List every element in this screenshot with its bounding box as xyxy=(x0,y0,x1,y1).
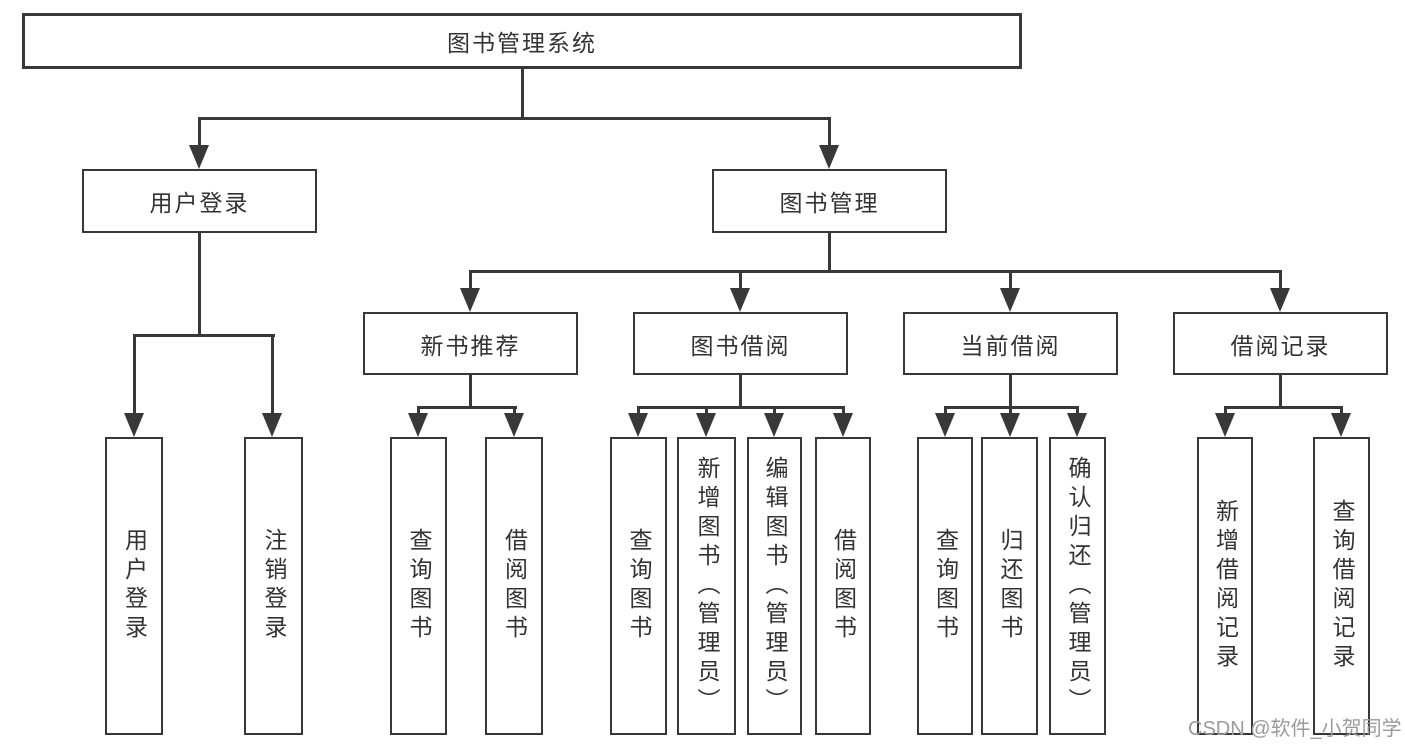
leaf-borrow-books: 借阅图书 xyxy=(485,437,543,735)
leaf-query-books-label: 查询图书 xyxy=(932,528,959,644)
connector-line xyxy=(197,117,201,149)
leaf-return-books-label: 归还图书 xyxy=(997,528,1023,644)
arrow-down-icon xyxy=(460,288,480,312)
connector-line xyxy=(468,270,1282,273)
leaf-return-books: 归还图书 xyxy=(981,437,1038,735)
arrow-down-icon xyxy=(408,413,428,437)
leaf-query-books: 查询图书 xyxy=(610,437,667,735)
node-user-login: 用户登录 xyxy=(82,169,317,233)
leaf-query-borrow-record-label: 查询借阅记录 xyxy=(1329,499,1355,673)
leaf-user-login-label: 用户登录 xyxy=(121,528,148,644)
arrow-down-icon xyxy=(1000,288,1020,312)
node-new-book-recommend-label: 新书推荐 xyxy=(420,332,521,359)
leaf-add-borrow-record: 新增借阅记录 xyxy=(1197,437,1253,735)
connector-line xyxy=(1008,270,1012,292)
connector-line xyxy=(704,406,708,418)
leaf-logout-label: 注销登录 xyxy=(261,528,287,644)
connector-line xyxy=(827,233,831,272)
leaf-query-books: 查询图书 xyxy=(390,437,447,735)
connector-line xyxy=(416,406,517,409)
connector-line xyxy=(636,406,640,418)
connector-line xyxy=(827,117,831,149)
connector-line xyxy=(1339,406,1343,418)
connector-line xyxy=(841,406,845,418)
arrow-down-icon xyxy=(189,145,209,169)
arrow-down-icon xyxy=(504,413,524,437)
arrow-down-icon xyxy=(833,413,853,437)
arrow-down-icon xyxy=(262,413,282,437)
connector-line xyxy=(738,270,742,292)
leaf-user-login: 用户登录 xyxy=(105,437,163,735)
node-borrow-records-label: 借阅记录 xyxy=(1230,332,1331,359)
leaf-add-borrow-record-label: 新增借阅记录 xyxy=(1212,499,1239,673)
watermark: CSDN @软件_小贺同学 xyxy=(1188,718,1402,740)
connector-line xyxy=(197,117,831,120)
connector-line xyxy=(772,406,776,418)
arrow-down-icon xyxy=(1331,413,1351,437)
leaf-query-books-label: 查询图书 xyxy=(626,528,652,644)
connector-line xyxy=(738,375,742,408)
node-current-borrow: 当前借阅 xyxy=(903,312,1118,375)
leaf-borrow-books: 借阅图书 xyxy=(815,437,871,735)
leaf-borrow-books-label: 借阅图书 xyxy=(830,528,857,644)
leaf-query-borrow-record: 查询借阅记录 xyxy=(1313,437,1370,735)
node-borrow-records: 借阅记录 xyxy=(1173,312,1388,375)
arrow-down-icon xyxy=(935,413,955,437)
leaf-add-books-admin: 新增图书（管理员） xyxy=(677,437,736,735)
node-book-borrow-label: 图书借阅 xyxy=(690,332,791,359)
arrow-down-icon xyxy=(819,145,839,169)
arrow-down-icon xyxy=(696,413,716,437)
leaf-query-books-label: 查询图书 xyxy=(406,528,432,644)
connector-line xyxy=(636,406,845,409)
arrow-down-icon xyxy=(124,413,144,437)
node-book-borrow: 图书借阅 xyxy=(633,312,848,375)
leaf-confirm-return-admin: 确认归还（管理员） xyxy=(1049,437,1106,735)
connector-line xyxy=(132,334,136,417)
node-user-login-label: 用户登录 xyxy=(149,190,250,216)
leaf-confirm-return-admin-label: 确认归还（管理员） xyxy=(1065,455,1091,717)
node-root: 图书管理系统 xyxy=(22,13,1022,69)
node-root-label: 图书管理系统 xyxy=(447,30,597,56)
connector-line xyxy=(520,69,524,120)
arrow-down-icon xyxy=(1215,413,1235,437)
connector-line xyxy=(1008,375,1012,408)
connector-line xyxy=(1008,406,1012,418)
connector-line xyxy=(1223,406,1343,409)
connector-line xyxy=(512,406,516,418)
node-book-management: 图书管理 xyxy=(712,169,947,233)
connector-line xyxy=(468,375,472,408)
connector-line xyxy=(1075,406,1079,418)
connector-line xyxy=(943,406,947,418)
node-current-borrow-label: 当前借阅 xyxy=(960,332,1061,359)
node-book-management-label: 图书管理 xyxy=(779,190,880,216)
connector-line xyxy=(468,270,472,292)
arrow-down-icon xyxy=(1067,413,1087,437)
connector-line xyxy=(1223,406,1227,418)
arrow-down-icon xyxy=(764,413,784,437)
leaf-edit-books-admin-label: 编辑图书（管理员） xyxy=(762,455,788,717)
leaf-edit-books-admin: 编辑图书（管理员） xyxy=(747,437,802,735)
arrow-down-icon xyxy=(1270,288,1290,312)
connector-line xyxy=(270,334,274,417)
connector-line xyxy=(132,334,275,337)
leaf-logout: 注销登录 xyxy=(244,437,303,735)
leaf-add-books-admin-label: 新增图书（管理员） xyxy=(694,455,720,717)
node-new-book-recommend: 新书推荐 xyxy=(363,312,578,375)
leaf-query-books: 查询图书 xyxy=(917,437,973,735)
connector-line xyxy=(197,233,201,337)
connector-line xyxy=(1278,375,1282,408)
arrow-down-icon xyxy=(1000,413,1020,437)
arrow-down-icon xyxy=(628,413,648,437)
connector-line xyxy=(1278,270,1282,292)
connector-line xyxy=(416,406,420,418)
arrow-down-icon xyxy=(730,288,750,312)
leaf-borrow-books-label: 借阅图书 xyxy=(501,528,528,644)
